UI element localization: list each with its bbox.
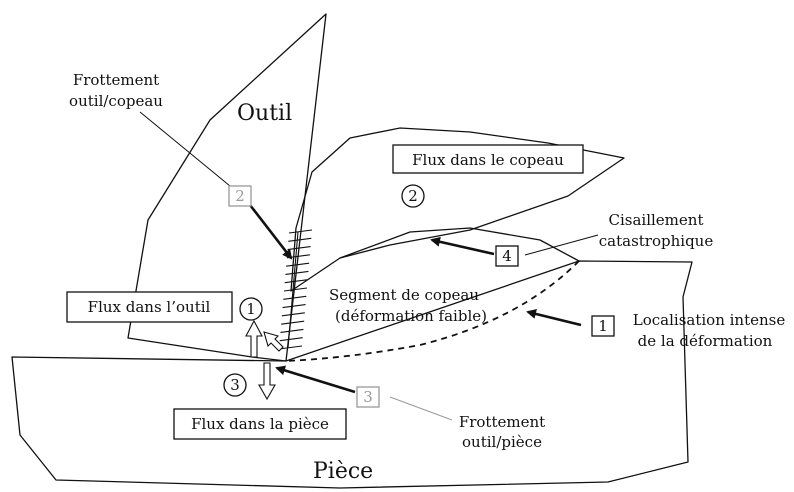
svg-text:Flux dans l’outil: Flux dans l’outil xyxy=(88,298,211,316)
flux-outil-box: Flux dans l’outil xyxy=(66,291,233,323)
hatch-tick xyxy=(279,337,303,342)
square-marker-4: 4 xyxy=(495,245,519,267)
svg-text:4: 4 xyxy=(502,247,512,265)
hatch-tick xyxy=(283,295,307,300)
leader-cisaillement xyxy=(524,234,599,256)
svg-text:Flux dans le copeau: Flux dans le copeau xyxy=(412,151,564,169)
tool-outline xyxy=(127,13,327,362)
hatch-tick xyxy=(283,287,308,292)
frottement-outil-copeau-line2: outil/copeau xyxy=(69,92,163,110)
leader-frottement-outil-copeau xyxy=(139,111,231,187)
frottement-outil-copeau-line1: Frottement xyxy=(73,71,159,89)
hatch-tick xyxy=(285,270,309,275)
friction-hatch xyxy=(278,229,313,350)
segment-copeau-line1: Segment de copeau xyxy=(329,286,479,304)
arrow-friction-piece xyxy=(275,365,356,394)
hatch-tick xyxy=(288,229,313,234)
outil-label: Outil xyxy=(237,101,292,126)
hatch-tick xyxy=(281,312,305,317)
arrow-localisation-1 xyxy=(526,309,582,327)
hatch-tick xyxy=(281,320,305,325)
leader-frottement-outil-piece xyxy=(389,396,453,421)
frottement-outil-piece-line1: Frottement xyxy=(459,413,545,431)
flux-piece-box: Flux dans la pièce xyxy=(173,408,347,440)
hatch-tick xyxy=(286,262,310,267)
svg-text:2: 2 xyxy=(408,187,418,205)
svg-text:3: 3 xyxy=(230,376,240,394)
cisaillement-line2: catastrophique xyxy=(599,232,714,250)
cisaillement-line1: Cisaillement xyxy=(609,211,704,229)
workpiece-outline xyxy=(11,260,693,489)
svg-text:1: 1 xyxy=(598,317,608,335)
flux-arrow-up xyxy=(245,319,263,358)
hatch-tick xyxy=(284,279,308,284)
localisation-line1: Localisation intense xyxy=(633,311,786,329)
square-marker-2: 2 xyxy=(228,185,252,207)
arrow-friction-chip xyxy=(248,204,293,260)
svg-text:2: 2 xyxy=(235,187,245,205)
circle-marker-2: 2 xyxy=(401,184,425,208)
circle-marker-3: 3 xyxy=(223,373,247,397)
svg-text:3: 3 xyxy=(363,388,373,406)
chip-lower-edge xyxy=(339,227,580,262)
flux-arrow-down xyxy=(258,362,276,401)
square-marker-1: 1 xyxy=(591,315,615,337)
frottement-outil-piece-line2: outil/pièce xyxy=(462,433,542,451)
piece-label: Pièce xyxy=(313,459,373,484)
hatch-tick xyxy=(288,237,312,242)
square-marker-3: 3 xyxy=(356,386,380,408)
chip-outline xyxy=(290,127,625,292)
hatch-tick xyxy=(282,304,306,309)
hatch-tick xyxy=(280,328,304,333)
svg-text:Flux dans la pièce: Flux dans la pièce xyxy=(191,415,329,433)
localisation-line2: de la déformation xyxy=(638,332,773,350)
circle-marker-1: 1 xyxy=(239,297,263,321)
flux-arrow-diagonal xyxy=(263,331,284,352)
segment-copeau-line2: (déformation faible) xyxy=(335,307,487,325)
flux-copeau-box: Flux dans le copeau xyxy=(392,144,584,174)
arrow-shear-4 xyxy=(430,236,495,256)
shear-band-dashed xyxy=(285,260,580,362)
hatch-tick xyxy=(278,345,303,350)
svg-text:1: 1 xyxy=(246,300,256,318)
